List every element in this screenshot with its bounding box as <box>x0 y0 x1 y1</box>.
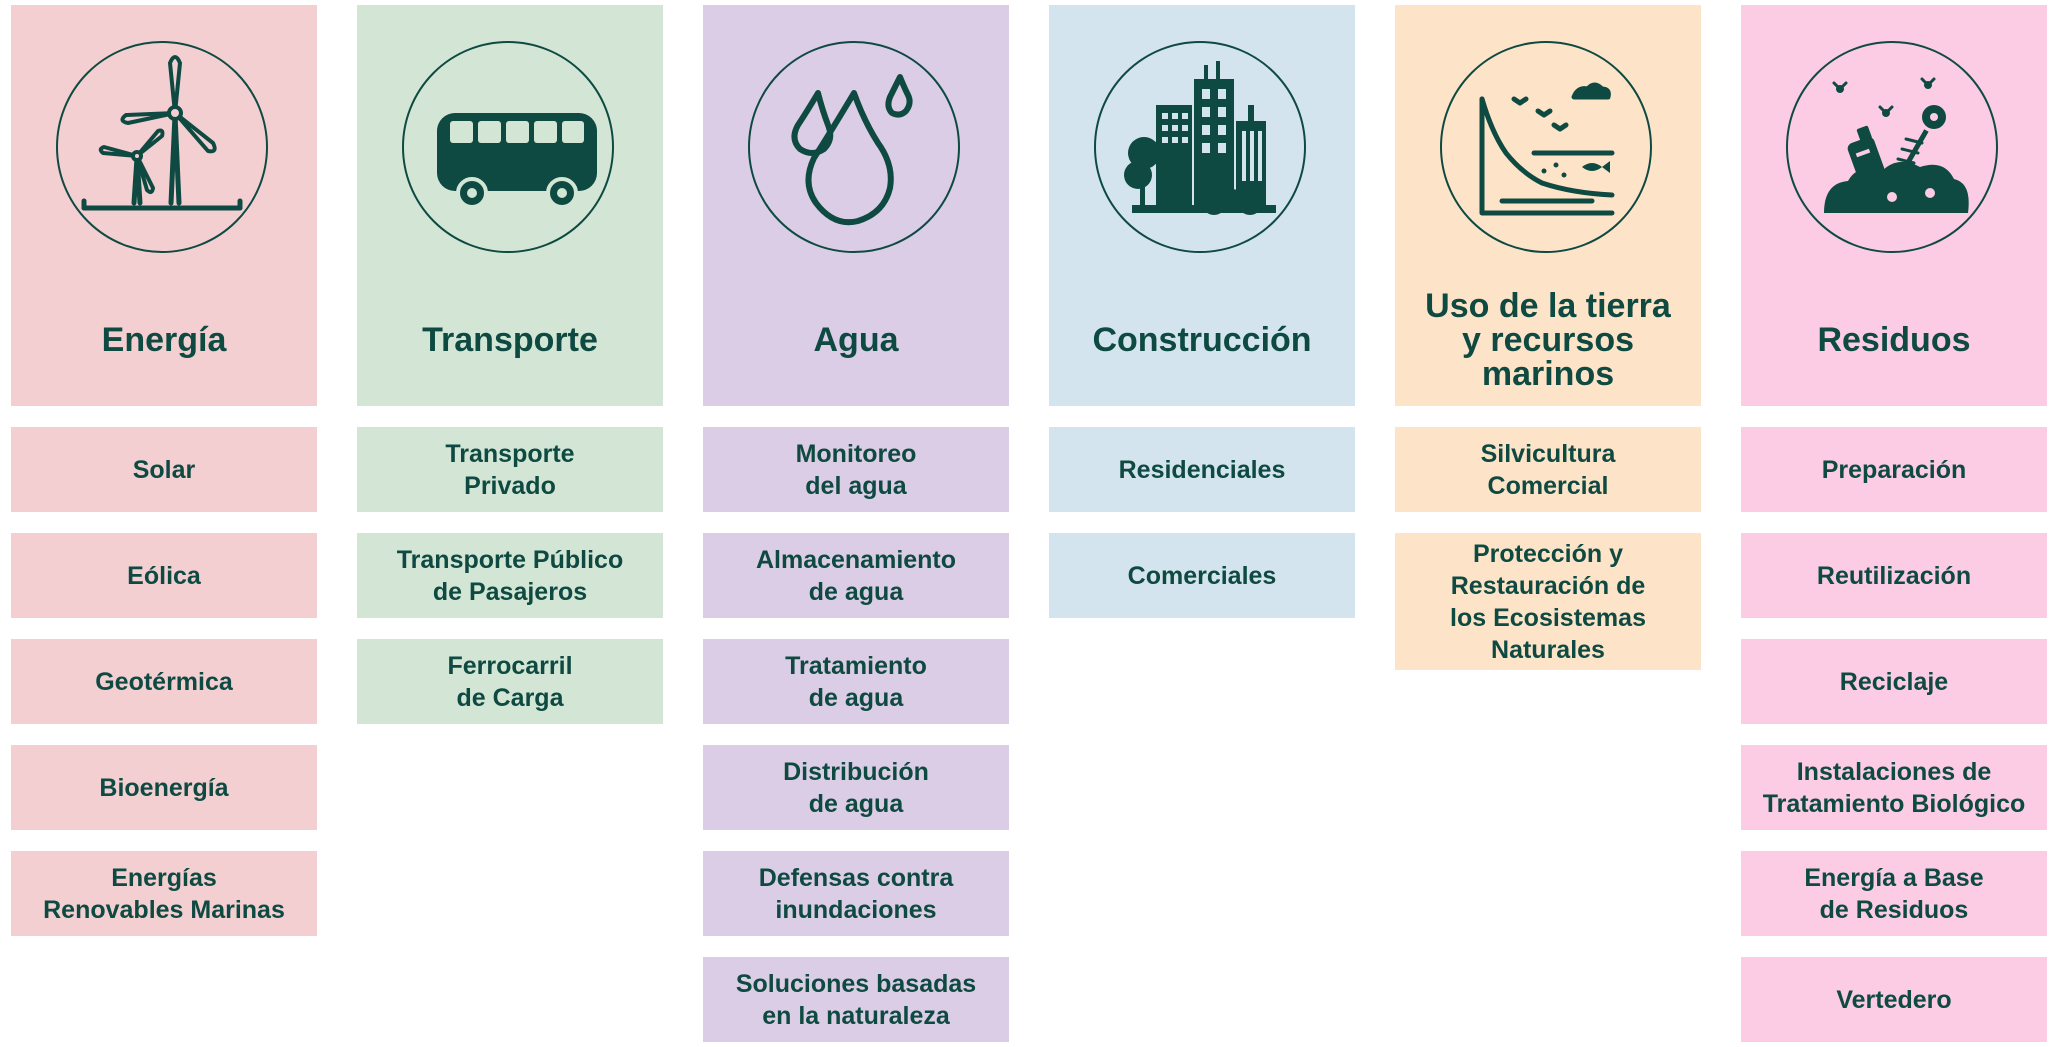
header-title: Agua <box>813 321 899 359</box>
column-agua: Agua Monitoreo del agua Almacenamiento d… <box>703 5 1009 1042</box>
list-item: Almacenamiento de agua <box>703 533 1009 618</box>
list-item: Instalaciones de Tratamiento Biológico <box>1741 745 2047 830</box>
header-card-energia: Energía <box>11 5 317 406</box>
header-title: Uso de la tierra y recursos marinos <box>1425 287 1671 393</box>
header-card-transporte: Transporte <box>357 5 663 406</box>
icon-circle <box>1786 41 1998 253</box>
city-buildings-icon <box>1124 61 1276 215</box>
header-card-residuos: Residuos <box>1741 5 2047 406</box>
item-list: Residenciales Comerciales <box>1049 427 1355 618</box>
header-card-agua: Agua <box>703 5 1009 406</box>
wind-turbine-icon <box>81 55 243 211</box>
list-item: Geotérmica <box>11 639 317 724</box>
icon-circle <box>56 41 268 253</box>
column-residuos: Residuos Preparación Reutilización Recic… <box>1741 5 2047 1042</box>
header-title: Residuos <box>1817 321 1971 359</box>
list-item: Silvicultura Comercial <box>1395 427 1701 512</box>
list-item: Solar <box>11 427 317 512</box>
list-item: Transporte Público de Pasajeros <box>357 533 663 618</box>
list-item: Monitoreo del agua <box>703 427 1009 512</box>
header-card-construccion: Construcción <box>1049 5 1355 406</box>
icon-circle <box>748 41 960 253</box>
list-item: Bioenergía <box>11 745 317 830</box>
list-item: Reciclaje <box>1741 639 2047 724</box>
icon-circle <box>402 41 614 253</box>
item-list: Preparación Reutilización Reciclaje Inst… <box>1741 427 2047 1042</box>
list-item: Vertedero <box>1741 957 2047 1042</box>
list-item: Transporte Privado <box>357 427 663 512</box>
item-list: Silvicultura Comercial Protección y Rest… <box>1395 427 1701 670</box>
coastline-icon <box>1479 82 1615 216</box>
item-list: Solar Eólica Geotérmica Bioenergía Energ… <box>11 427 317 936</box>
list-item: Residenciales <box>1049 427 1355 512</box>
water-drops-icon <box>791 74 913 226</box>
icon-circle <box>1094 41 1306 253</box>
list-item: Comerciales <box>1049 533 1355 618</box>
list-item: Protección y Restauración de los Ecosist… <box>1395 533 1701 670</box>
column-transporte: Transporte Transporte Privado Transporte… <box>357 5 663 724</box>
list-item: Tratamiento de agua <box>703 639 1009 724</box>
bus-icon <box>437 113 597 209</box>
header-title: Transporte <box>422 321 598 359</box>
list-item: Energía a Base de Residuos <box>1741 851 2047 936</box>
column-construccion: Construcción Residenciales Comerciales <box>1049 5 1355 618</box>
list-item: Distribución de agua <box>703 745 1009 830</box>
item-list: Monitoreo del agua Almacenamiento de agu… <box>703 427 1009 1042</box>
icon-circle <box>1440 41 1652 253</box>
header-title: Construcción <box>1092 321 1312 359</box>
list-item: Preparación <box>1741 427 2047 512</box>
item-list: Transporte Privado Transporte Público de… <box>357 427 663 724</box>
header-title: Energía <box>101 321 227 359</box>
list-item: Eólica <box>11 533 317 618</box>
column-uso-de-la-tierra: Uso de la tierra y recursos marinos Silv… <box>1395 5 1701 670</box>
list-item: Reutilización <box>1741 533 2047 618</box>
waste-pile-icon <box>1824 77 1969 213</box>
list-item: Energías Renovables Marinas <box>11 851 317 936</box>
column-energia: Energía Solar Eólica Geotérmica Bioenerg… <box>11 5 317 936</box>
list-item: Soluciones basadas en la naturaleza <box>703 957 1009 1042</box>
list-item: Defensas contra inundaciones <box>703 851 1009 936</box>
list-item: Ferrocarril de Carga <box>357 639 663 724</box>
header-card-uso-de-la-tierra: Uso de la tierra y recursos marinos <box>1395 5 1701 406</box>
